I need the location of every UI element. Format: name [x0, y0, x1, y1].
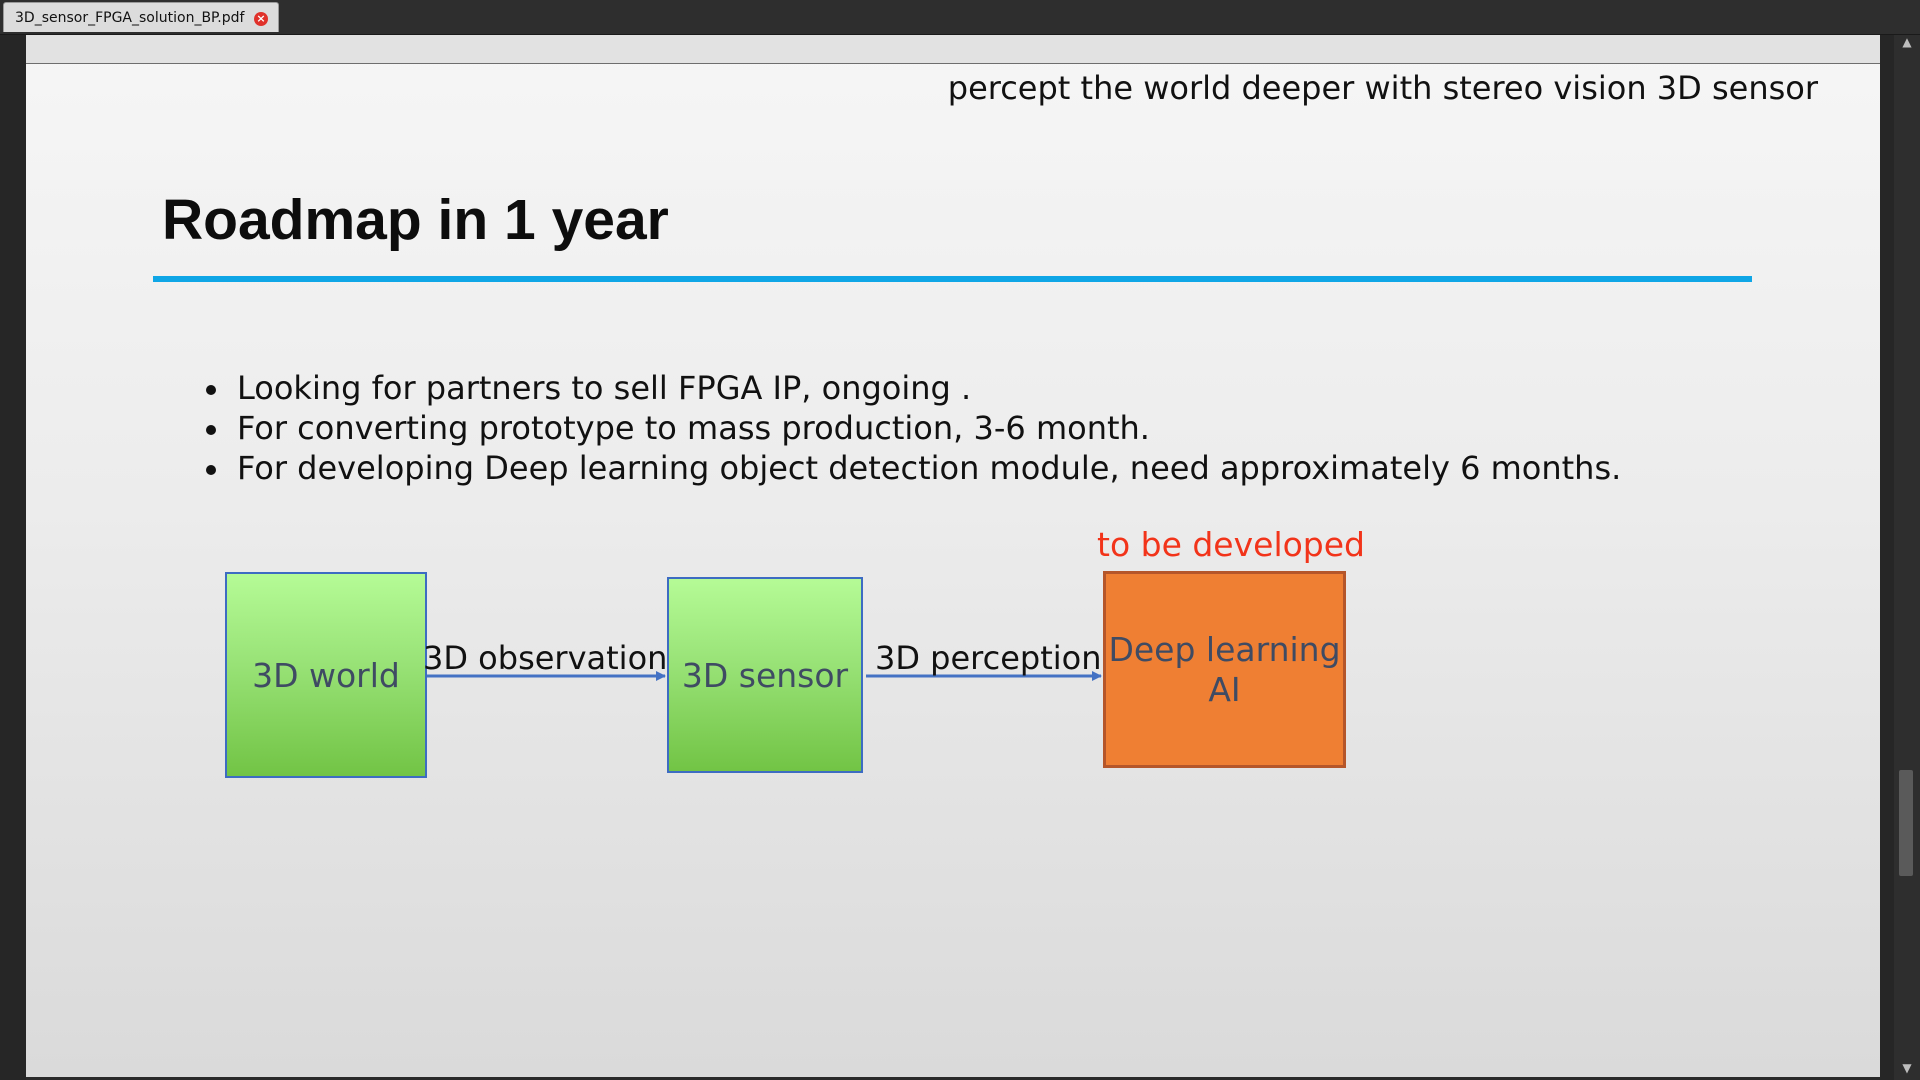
bullet-item: For converting prototype to mass product… [201, 408, 1621, 448]
chevron-down-icon[interactable]: ▼ [1902, 1061, 1912, 1075]
bullet-item: Looking for partners to sell FPGA IP, on… [201, 368, 1621, 408]
bullet-item: For developing Deep learning object dete… [201, 448, 1621, 488]
previous-page-edge [26, 35, 1880, 64]
node-label: 3D world [252, 655, 400, 695]
slide-title: Roadmap in 1 year [162, 188, 669, 252]
left-gutter [0, 35, 26, 1080]
slide-tagline: percept the world deeper with stereo vis… [947, 69, 1818, 107]
node-label: 3D sensor [681, 655, 849, 695]
node-3d-sensor: 3D sensor [667, 577, 863, 773]
node-label-line1: Deep learning [1108, 629, 1341, 669]
to-be-developed-note: to be developed [1097, 525, 1365, 564]
pdf-page: percept the world deeper with stereo vis… [26, 35, 1880, 1077]
node-3d-world: 3D world [225, 572, 427, 778]
vertical-scrollbar[interactable]: ▲ ▼ [1894, 35, 1920, 1080]
edge-label-perception: 3D perception [875, 639, 1102, 677]
node-label-line2: AI [1208, 669, 1241, 709]
scrollbar-thumb[interactable] [1899, 770, 1913, 876]
chevron-up-icon[interactable]: ▲ [1902, 35, 1912, 49]
node-deep-learning-ai: Deep learning AI [1103, 571, 1346, 768]
document-tab[interactable]: 3D_sensor_FPGA_solution_BP.pdf × [3, 2, 279, 32]
edge-label-observation: 3D observation [423, 639, 668, 677]
bullet-list: Looking for partners to sell FPGA IP, on… [201, 368, 1621, 488]
title-underline [153, 276, 1752, 282]
close-icon[interactable]: × [254, 12, 268, 26]
tab-title: 3D_sensor_FPGA_solution_BP.pdf [15, 10, 245, 26]
tab-bar: 3D_sensor_FPGA_solution_BP.pdf × [0, 0, 1920, 35]
page-right-gutter [1880, 35, 1894, 1080]
